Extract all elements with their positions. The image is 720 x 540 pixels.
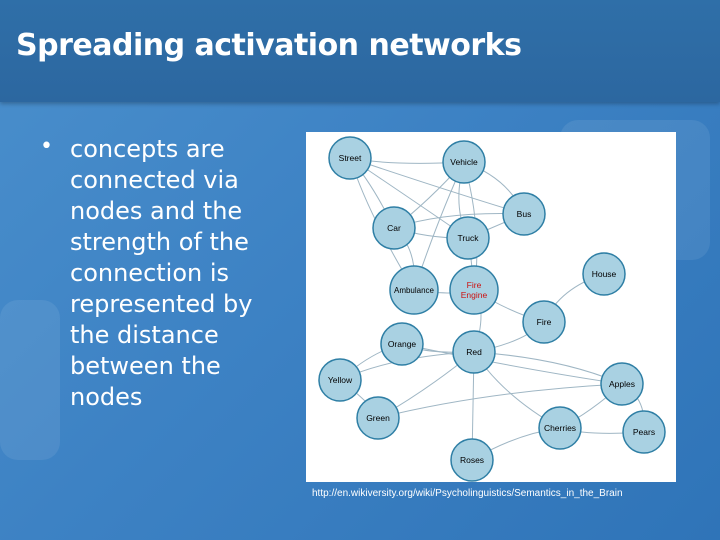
node-label: Truck — [458, 233, 480, 243]
node-label: Car — [387, 223, 401, 233]
node-car: Car — [373, 207, 415, 249]
node-label: Green — [366, 413, 390, 423]
node-label: Yellow — [328, 375, 353, 385]
node-label: Fire — [537, 317, 552, 327]
bullet-text: concepts are connected via nodes and the… — [70, 134, 285, 413]
node-label: House — [592, 269, 617, 279]
node-label: Orange — [388, 339, 417, 349]
node-ambulance: Ambulance — [390, 266, 438, 314]
node-label: Red — [466, 347, 482, 357]
node-label: Vehicle — [450, 157, 478, 167]
node-cherries: Cherries — [539, 407, 581, 449]
edge-street-bus — [350, 158, 524, 214]
node-label: Apples — [609, 379, 635, 389]
node-label: Fire — [467, 280, 482, 290]
node-label: Pears — [633, 427, 655, 437]
node-red: Red — [453, 331, 495, 373]
source-caption: http://en.wikiversity.org/wiki/Psycholin… — [312, 488, 623, 499]
node-pears: Pears — [623, 411, 665, 453]
node-bus: Bus — [503, 193, 545, 235]
node-label: Roses — [460, 455, 484, 465]
node-fire: Fire — [523, 301, 565, 343]
slide-title: Spreading activation networks — [16, 28, 521, 63]
node-label: Cherries — [544, 423, 576, 433]
node-label: Street — [339, 153, 362, 163]
node-orange: Orange — [381, 323, 423, 365]
node-apples: Apples — [601, 363, 643, 405]
background-puzzle-piece — [0, 300, 60, 460]
edge-orange-apples — [402, 344, 622, 384]
node-label: Ambulance — [394, 286, 435, 295]
node-house: House — [583, 253, 625, 295]
bullet-icon: • — [40, 134, 53, 159]
node-vehicle: Vehicle — [443, 141, 485, 183]
title-bar: Spreading activation networks — [0, 0, 720, 102]
node-truck: Truck — [447, 217, 489, 259]
node-roses: Roses — [451, 439, 493, 481]
node-street: Street — [329, 137, 371, 179]
node-yellow: Yellow — [319, 359, 361, 401]
node-label: Engine — [461, 290, 488, 300]
node-label: Bus — [517, 209, 532, 219]
node-green: Green — [357, 397, 399, 439]
